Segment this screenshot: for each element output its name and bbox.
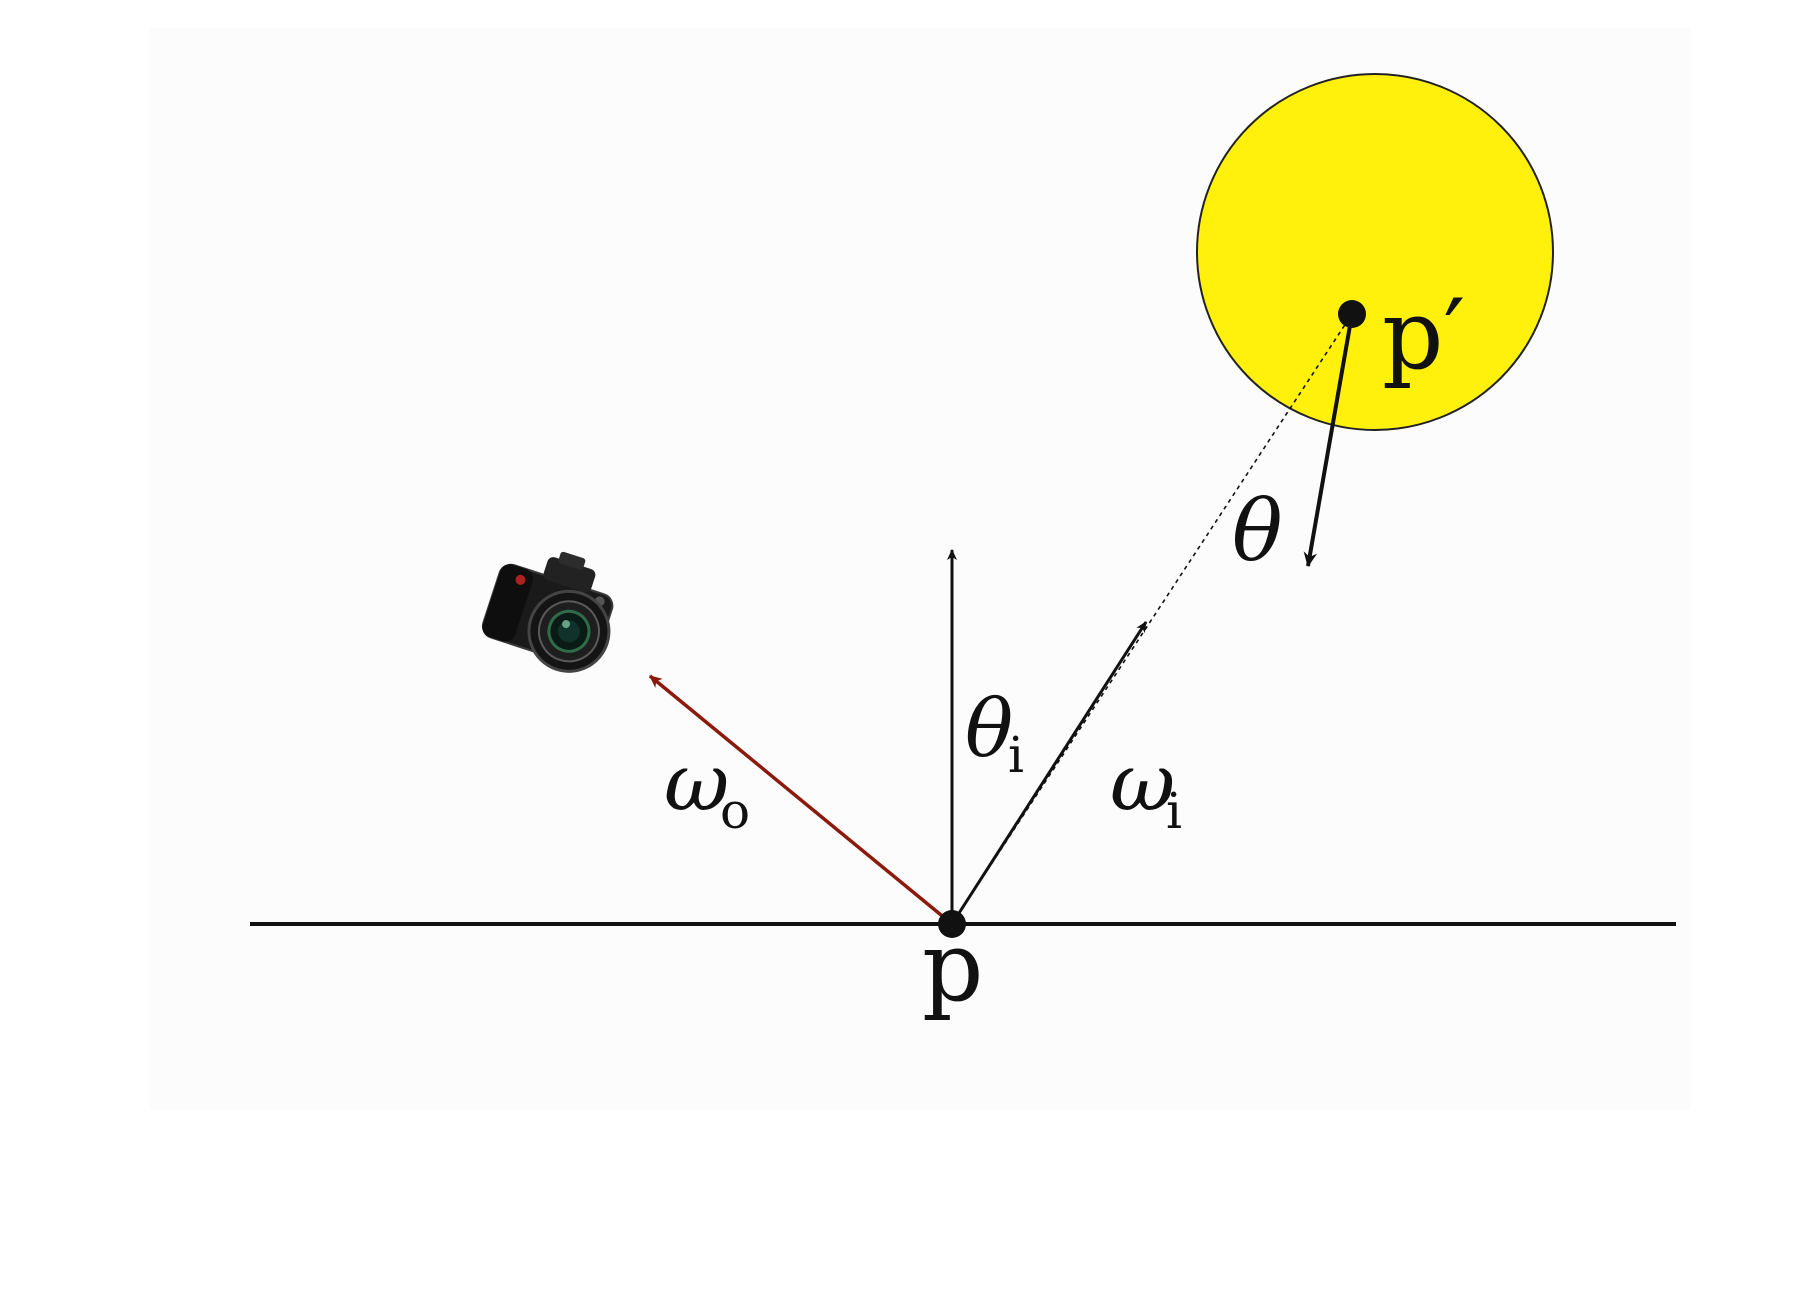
label-omega-i-subscript: i xyxy=(1166,782,1182,840)
label-omega-o: ω xyxy=(664,736,729,829)
label-p-prime: p′ xyxy=(1382,279,1465,391)
point-p xyxy=(938,910,966,938)
light-normal-arrow xyxy=(1303,313,1354,568)
label-theta-i: θ xyxy=(965,682,1013,775)
label-omega-i: ω xyxy=(1110,736,1175,829)
omega-i-arrow xyxy=(950,621,1148,925)
label-theta-i-subscript: i xyxy=(1008,726,1024,784)
label-p: p xyxy=(922,911,983,1023)
label-theta: θ xyxy=(1232,482,1283,580)
light-source-disk xyxy=(1196,73,1554,431)
label-omega-o-subscript: o xyxy=(720,782,750,840)
omega-o-arrow xyxy=(648,674,954,926)
point-p-prime xyxy=(1338,300,1366,328)
camera-icon xyxy=(481,551,614,673)
